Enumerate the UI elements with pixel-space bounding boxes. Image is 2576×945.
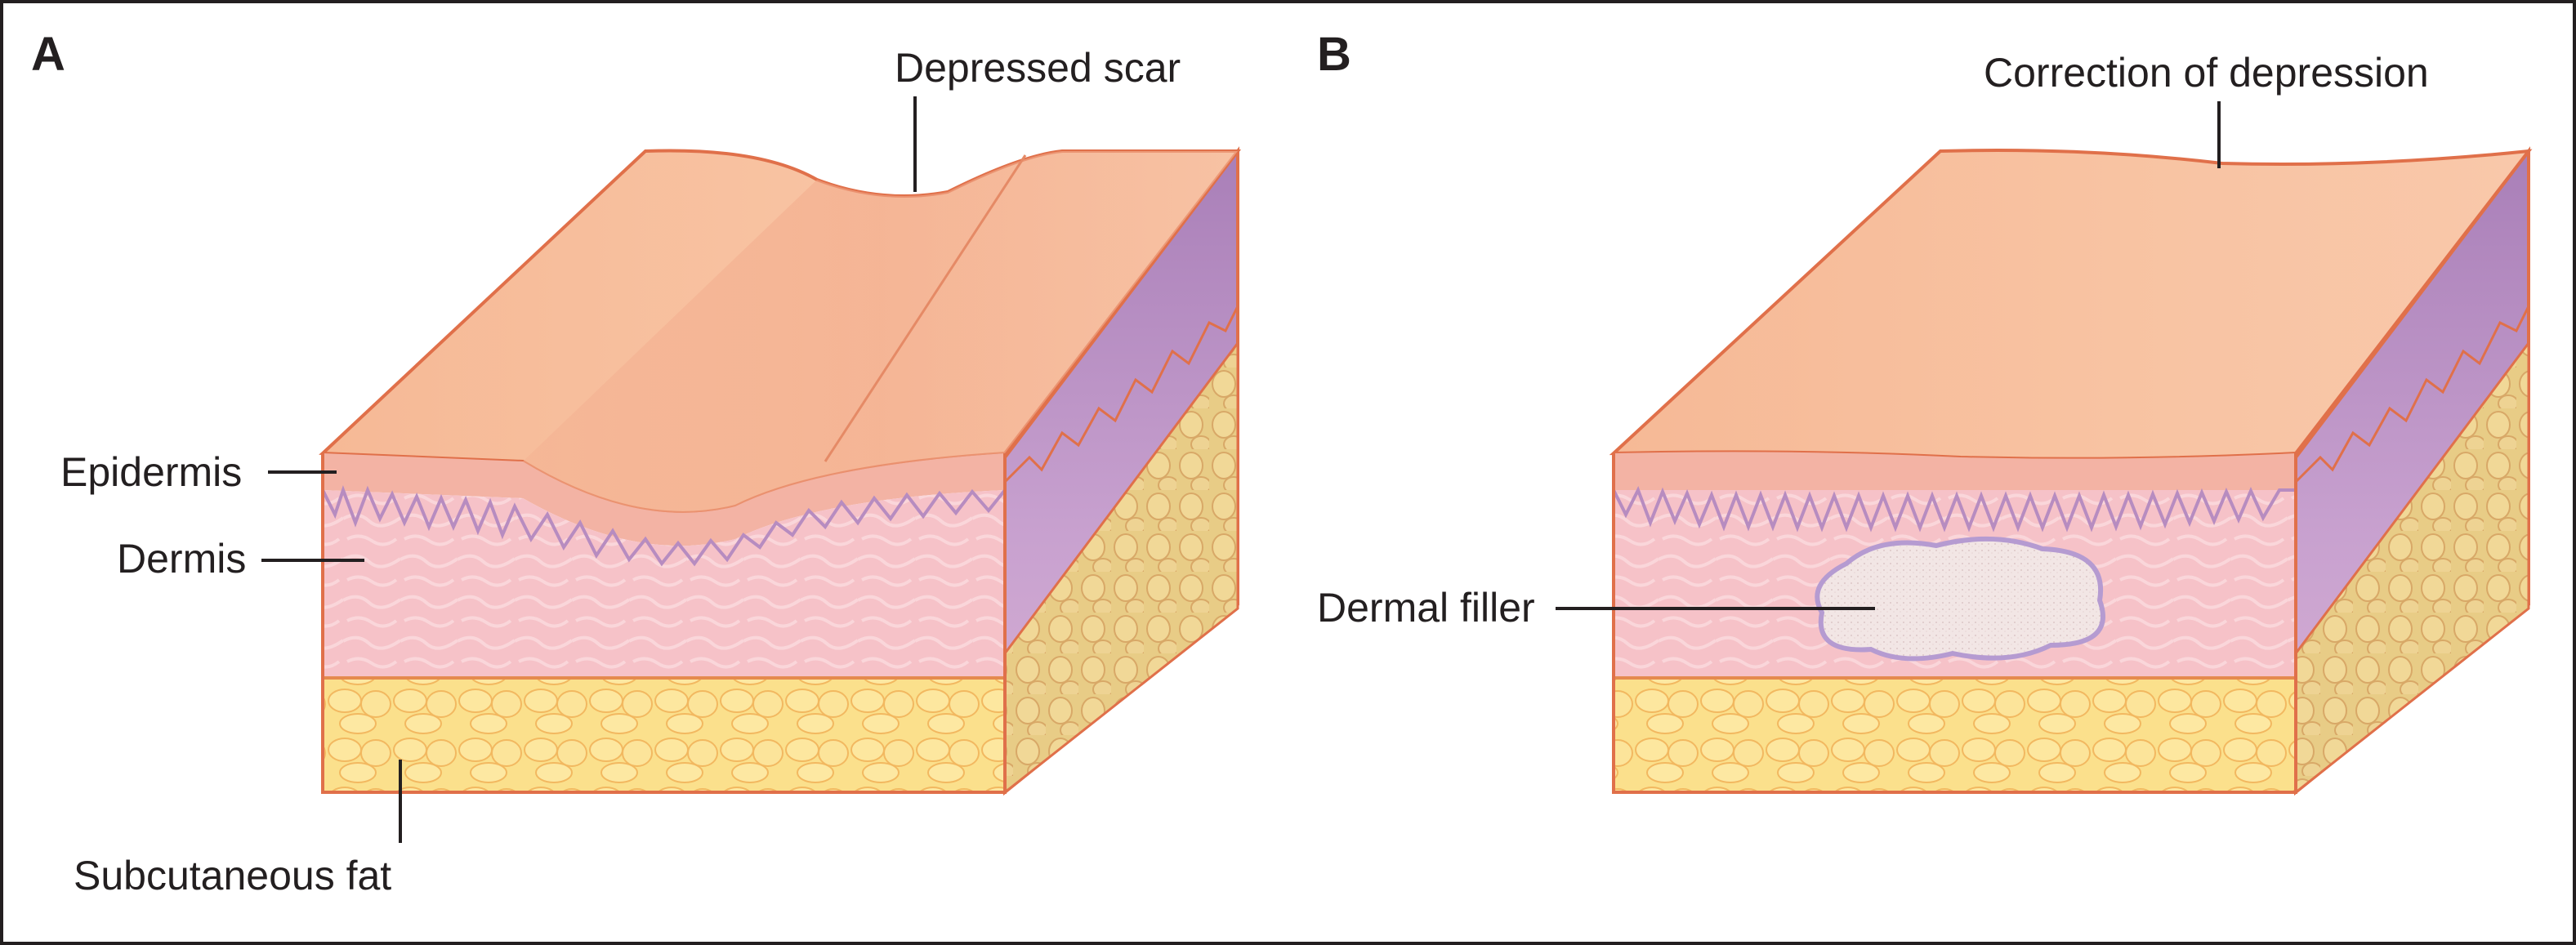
label-dermal-filler: Dermal filler — [1317, 585, 1535, 631]
label-epidermis: Epidermis — [60, 449, 243, 495]
label-correction-of-depression: Correction of depression — [1984, 50, 2429, 96]
panel-letter-a: A — [31, 28, 65, 81]
label-dermis: Dermis — [117, 536, 247, 582]
label-subcutaneous-fat: Subcutaneous fat — [74, 853, 392, 898]
panel-b-skin-block — [1609, 146, 2533, 796]
label-depressed-scar: Depressed scar — [895, 45, 1181, 91]
panel-a-skin-block — [319, 146, 1242, 796]
leader-lines — [261, 96, 2221, 843]
panel-letter-b: B — [1317, 28, 1351, 81]
dermal-filler-blob — [1815, 536, 2105, 662]
